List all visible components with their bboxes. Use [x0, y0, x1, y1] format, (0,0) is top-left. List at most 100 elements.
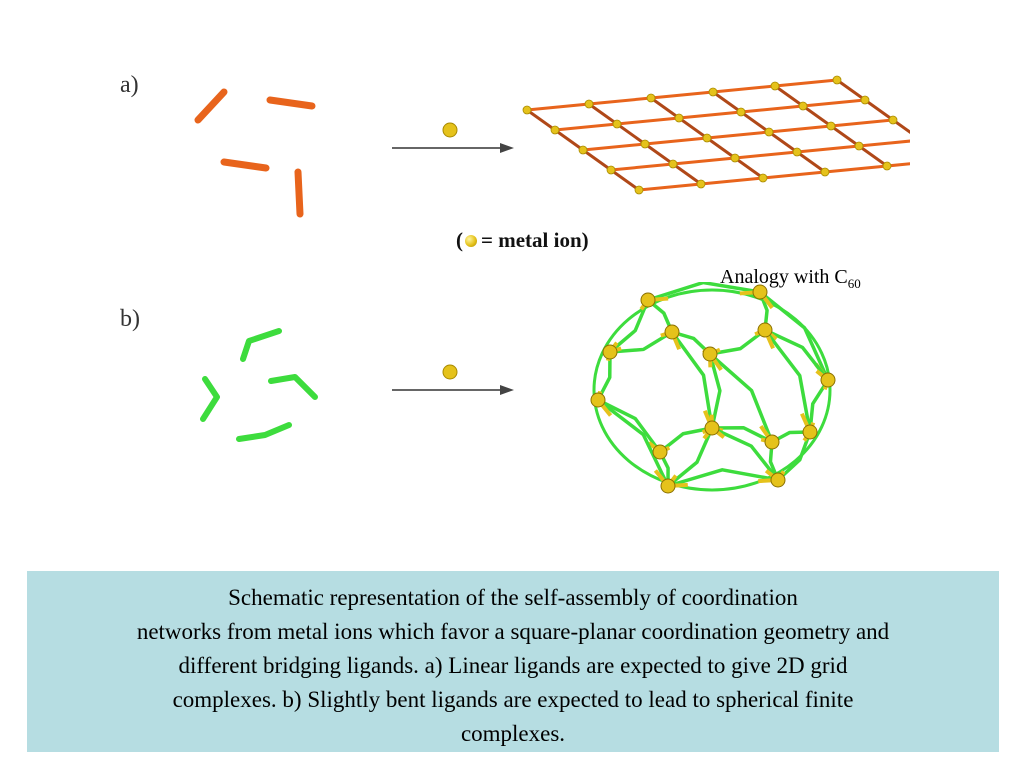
- analogy-label: Analogy with C60: [720, 266, 861, 292]
- grid-ligand: [706, 130, 770, 140]
- grid-ligand: [740, 104, 804, 114]
- linear-ligand: [194, 88, 228, 124]
- bent-ligands-group: [200, 328, 318, 442]
- grid-ligand: [734, 156, 764, 180]
- grid-metal-node: [730, 153, 740, 163]
- reaction-arrow-b: [392, 364, 514, 395]
- grid-ligand: [644, 142, 674, 166]
- cage-ligand: [670, 330, 714, 429]
- arrow-head-icon: [500, 143, 514, 153]
- grid-metal-node: [736, 107, 746, 117]
- grid-ligand: [678, 116, 708, 140]
- panel-b-label: b): [120, 306, 140, 332]
- linear-ligand: [294, 168, 304, 218]
- cage-ligand: [647, 282, 761, 302]
- grid-ligand: [582, 148, 612, 172]
- grid-ligand: [802, 98, 866, 108]
- cage-metal-node: [704, 420, 720, 436]
- caption-line: networks from metal ions which favor a s…: [136, 619, 890, 644]
- metal-ion-icon: [442, 364, 458, 380]
- grid-ligand: [588, 102, 618, 126]
- grid-ligand: [650, 96, 680, 120]
- cage-metal-node: [664, 324, 680, 340]
- cage-outer-ring: [592, 288, 832, 492]
- grid-metal-node: [668, 159, 678, 169]
- cage-metal-node: [590, 392, 606, 408]
- caption-line: Schematic representation of the self-ass…: [228, 585, 798, 610]
- cage-metal-node: [602, 344, 618, 360]
- grid-ligand: [864, 98, 894, 122]
- linear-ligand: [266, 96, 316, 110]
- grid-ligand: [554, 122, 618, 132]
- grid-ligand: [740, 110, 770, 134]
- grid-metal-node: [860, 95, 870, 105]
- grid-ligand: [858, 144, 888, 168]
- grid-metal-node: [550, 125, 560, 135]
- grid-network: [522, 75, 910, 195]
- cage-ligand: [667, 468, 779, 488]
- cage-metal-node: [802, 424, 818, 440]
- cage-metal-node: [820, 372, 836, 388]
- grid-ligand: [672, 162, 702, 186]
- cage-ligand: [666, 427, 714, 488]
- grid-ligand: [616, 116, 680, 126]
- cage-metal-node: [764, 434, 780, 450]
- grid-metal-node: [578, 145, 588, 155]
- cage-metal-node: [660, 478, 676, 494]
- cage-ligand: [608, 299, 650, 354]
- grid-ligand: [616, 122, 646, 146]
- analogy-text: Analogy with C: [720, 266, 848, 288]
- cage-metal-node: [770, 472, 786, 488]
- grid-ligand: [588, 96, 652, 106]
- grid-metal-node: [826, 121, 836, 131]
- cage-ligand: [596, 398, 670, 487]
- grid-ligand: [774, 78, 838, 88]
- metal-ion-legend: ( = metal ion): [456, 228, 589, 253]
- grid-ligand: [672, 156, 736, 166]
- cage-ligand: [609, 330, 673, 354]
- cage-ligand: [658, 426, 713, 454]
- grid-metal-node: [758, 173, 768, 183]
- cage-ligand: [709, 328, 767, 356]
- grid-ligand: [796, 150, 826, 174]
- grid-ligand: [858, 139, 910, 148]
- grid-ligand: [638, 182, 702, 192]
- legend-open-paren: (: [456, 228, 463, 252]
- grid-ligand: [886, 162, 910, 168]
- metal-ion-icon: [465, 234, 477, 247]
- bent-ligand: [236, 422, 292, 442]
- grid-metal-node: [764, 127, 774, 137]
- grid-ligand: [830, 124, 860, 148]
- cage-metal-node: [757, 322, 773, 338]
- cage-ligand: [763, 328, 812, 433]
- cage-ligand: [776, 431, 812, 482]
- grid-ligand: [526, 108, 556, 132]
- metal-ion-icon: [442, 122, 458, 138]
- caption-line: complexes. b) Slightly bent ligands are …: [172, 687, 854, 712]
- grid-metal-node: [606, 165, 616, 175]
- grid-metal-node: [888, 115, 898, 125]
- grid-metal-node: [882, 161, 892, 171]
- spherical-complex: [590, 282, 836, 494]
- analogy-subscript: 60: [847, 276, 861, 291]
- linear-ligand: [220, 158, 270, 172]
- cage-ligand: [708, 353, 722, 429]
- bent-ligand: [268, 374, 318, 400]
- grid-ligand: [774, 84, 804, 108]
- grid-metal-node: [792, 147, 802, 157]
- grid-metal-node: [708, 87, 718, 97]
- grid-ligand: [526, 102, 590, 112]
- grid-ligand: [836, 78, 866, 102]
- grid-ligand: [762, 170, 826, 180]
- panel-a-label: a): [120, 72, 139, 98]
- bent-ligand: [200, 376, 220, 422]
- grid-metal-node: [612, 119, 622, 129]
- grid-ligand: [644, 136, 708, 146]
- grid-ligand: [610, 162, 674, 172]
- grid-metal-node: [522, 105, 532, 115]
- arrow-head-icon: [500, 385, 514, 395]
- figure-caption: Schematic representation of the self-ass…: [27, 571, 999, 752]
- grid-metal-node: [634, 185, 644, 195]
- cage-ligand: [764, 328, 830, 382]
- cage-metal-node: [652, 444, 668, 460]
